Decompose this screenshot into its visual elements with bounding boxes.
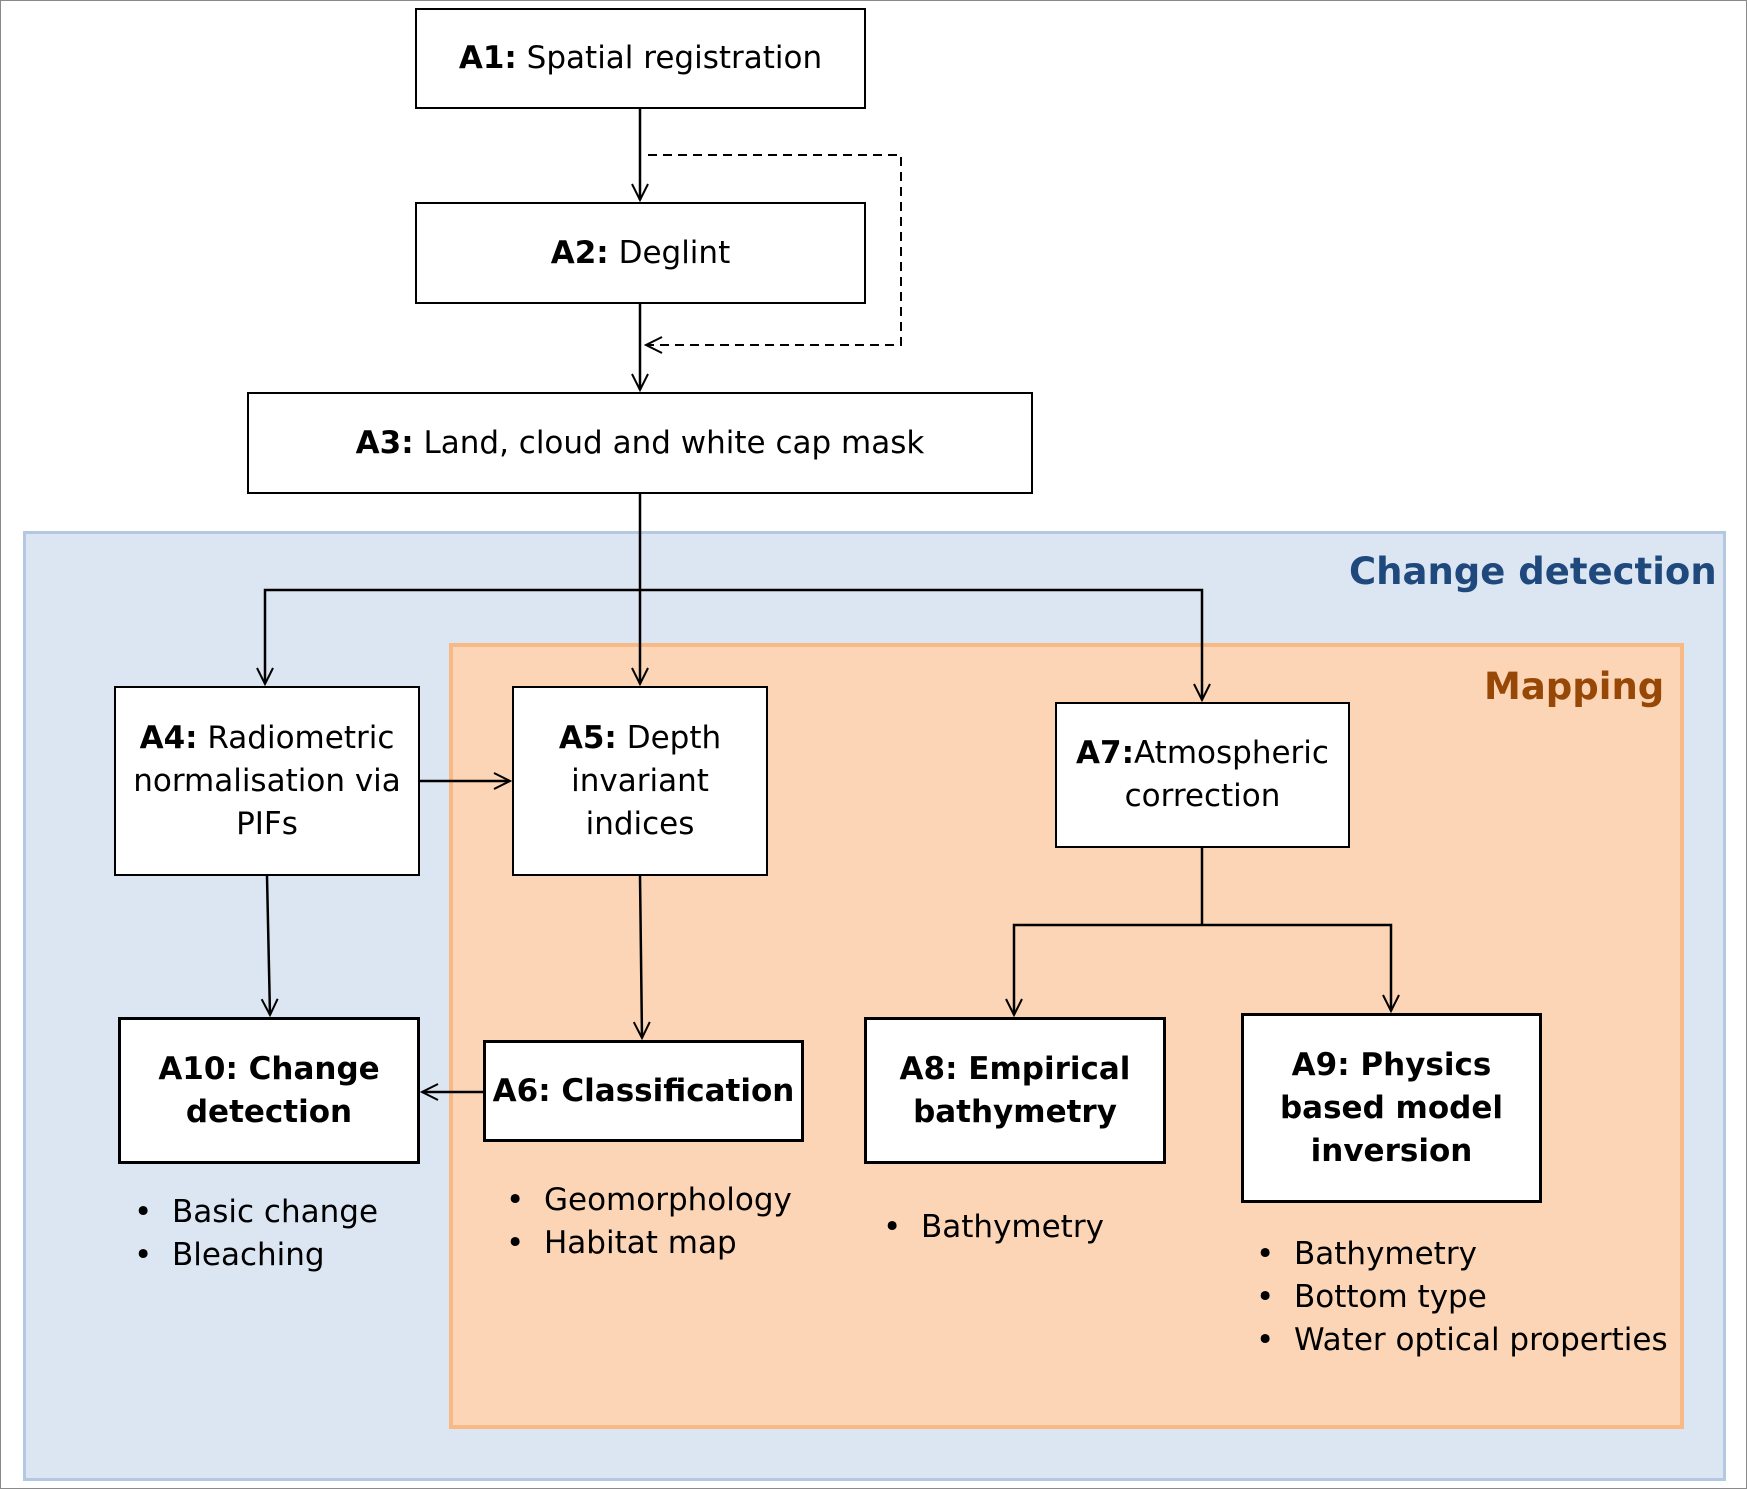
step-a4-line3: PIFs [236,805,298,842]
a9-output-list: Bathymetry Bottom type Water optical pro… [1246,1233,1668,1362]
a9-output-item: Bathymetry [1246,1233,1668,1276]
step-a4-id: A4: [139,719,198,756]
step-a8-empirical-bathymetry: A8: Empirical bathymetry [864,1017,1166,1164]
step-a3-id: A3: [355,424,414,461]
a8-output-item: Bathymetry [873,1206,1104,1249]
dashed-bypass-a1-a3 [646,154,902,345]
step-a5-line2: invariant [571,762,709,799]
step-a3-label: Land, cloud and white cap mask [413,424,925,461]
arrow-a4-a10 [267,875,270,1015]
step-a7-atmospheric-correction: A7:Atmospheric correction [1055,702,1350,848]
step-a7-id: A7: [1076,735,1135,771]
a10-output-item: Basic change [124,1191,378,1234]
a10-output-list: Basic change Bleaching [124,1191,378,1277]
step-a4-line1: Radiometric [197,719,395,756]
step-a10-line2: detection [185,1093,353,1130]
step-a2-deglint: A2: Deglint [415,202,866,304]
step-a2-label: Deglint [608,234,731,271]
step-a8-line1: A8: Empirical [899,1050,1131,1087]
step-a10-change-detection: A10: Change detection [118,1017,420,1164]
step-a7-line1: Atmospheric [1134,735,1329,771]
step-a5-line3: indices [585,805,695,842]
a6-output-list: Geomorphology Habitat map [496,1179,792,1265]
a10-output-item: Bleaching [124,1234,378,1277]
branch-a7-a9 [1202,923,1391,1011]
a6-output-item: Geomorphology [496,1179,792,1222]
step-a9-physics-based-inversion: A9: Physics based model inversion [1241,1013,1542,1203]
a9-output-item: Water optical properties [1246,1319,1668,1362]
branch-a3-left [265,588,640,684]
step-a1-spatial-registration: A1: Spatial registration [415,8,866,109]
step-a10-line1: A10: Change [158,1050,380,1087]
change-detection-title: Change detection [1349,550,1717,593]
arrow-a5-a6 [640,875,642,1038]
step-a9-line2: based model [1279,1089,1503,1126]
step-a5-depth-invariant-indices: A5: Depth invariant indices [512,686,768,876]
step-a6-classification: A6: Classification [483,1040,804,1142]
step-a1-id: A1: [458,40,517,76]
step-a9-line3: inversion [1310,1132,1473,1169]
step-a4-radiometric-normalisation: A4: Radiometric normalisation via PIFs [114,686,420,876]
step-a8-line2: bathymetry [913,1093,1117,1130]
step-a7-line2: correction [1124,778,1281,814]
step-a6-label: A6: Classification [492,1072,795,1109]
step-a5-line1: Depth [616,719,722,756]
step-a5-id: A5: [558,719,617,756]
branch-a3-right [640,588,1202,700]
step-a1-label: Spatial registration [516,40,823,76]
a6-output-item: Habitat map [496,1222,792,1265]
mapping-title: Mapping [1484,665,1665,708]
a8-output-list: Bathymetry [873,1206,1104,1249]
a9-output-item: Bottom type [1246,1276,1668,1319]
step-a3-mask: A3: Land, cloud and white cap mask [247,392,1033,494]
branch-a7-a8 [1014,923,1202,1015]
step-a4-line2: normalisation via [133,762,401,799]
step-a2-id: A2: [550,234,609,271]
step-a9-line1: A9: Physics [1291,1046,1492,1083]
